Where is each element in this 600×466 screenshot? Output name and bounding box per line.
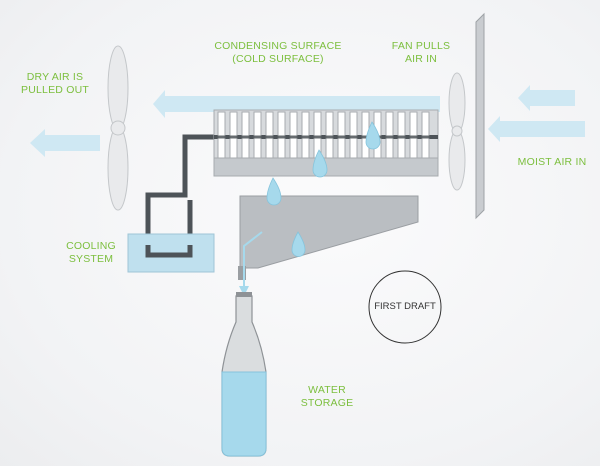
moist-air-arrow-top [518,85,575,111]
label-cooling-system: COOLING SYSTEM [66,240,116,265]
fin [421,111,430,159]
fin [217,111,226,159]
fin [289,111,298,159]
fin [253,111,262,159]
fin [277,111,286,159]
fin [409,111,418,159]
cooling-pipe-inner [145,245,193,258]
label-dry-air: DRY AIR IS PULLED OUT [21,71,89,96]
intake-panel [475,12,485,220]
dry-air-arrow [30,129,100,157]
first-draft-stamp [368,270,442,344]
droplet-icon [291,231,306,257]
fin [241,111,250,159]
fin [397,111,406,159]
fin [301,111,310,159]
fin [385,111,394,159]
fin [325,111,334,159]
label-fan-pulls: FAN PULLS AIR IN [391,40,451,65]
collection-funnel [239,195,419,269]
fin [337,111,346,159]
label-moist-air: MOIST AIR IN [517,156,587,168]
intake-fan-blade-bottom [448,129,466,191]
droplet-icon [365,121,381,150]
bottle-water [221,371,267,457]
drip-arrow [243,231,263,290]
water-bottle [221,292,267,457]
moist-air-arrows [488,85,585,142]
fin [349,111,358,159]
intake-fan-hub [451,125,463,137]
funnel-spout [238,266,246,280]
exhaust-fan [107,45,129,211]
fin [229,111,238,159]
droplet-icon [266,177,282,206]
fin [265,111,274,159]
label-water-storage: WATER STORAGE [300,384,354,409]
intake-fan [448,72,466,191]
moist-air-arrow-bottom [488,116,585,142]
exhaust-fan-blade-top [107,45,129,131]
label-first-draft: FIRST DRAFT [374,301,436,312]
exhaust-fan-blade-bottom [107,125,129,211]
drip-arrow-head [239,286,249,296]
droplet-icon [312,149,328,178]
intake-fan-blade-top [448,72,466,134]
exhaust-fan-hub [110,120,126,136]
label-condensing-surface: CONDENSING SURFACE (COLD SURFACE) [214,40,342,65]
condenser-fins [213,109,439,177]
bottle-cap [236,292,252,297]
